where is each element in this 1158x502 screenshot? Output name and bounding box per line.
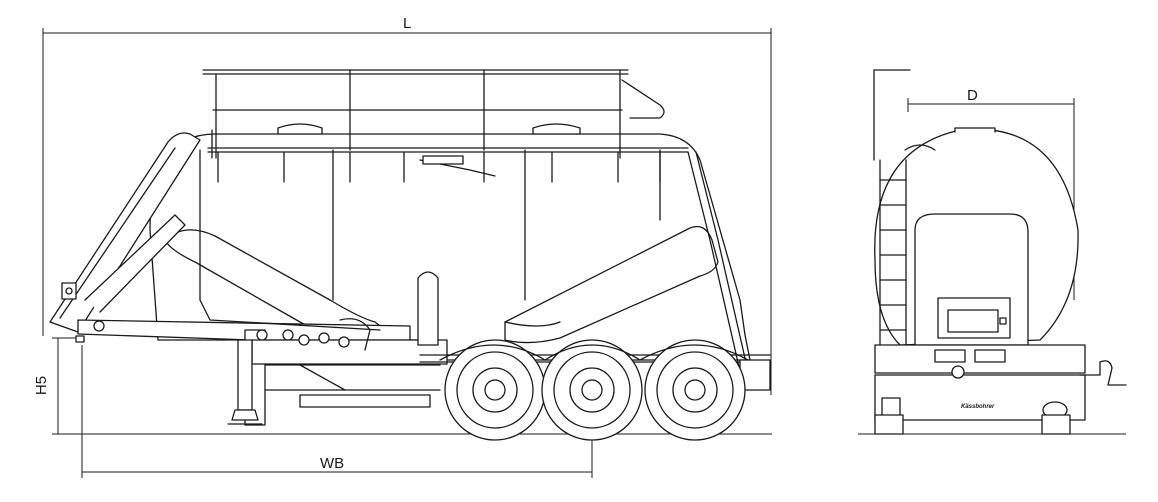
- landing-gear-crank: [1080, 361, 1126, 385]
- top-handrail: [203, 70, 688, 158]
- rear-view: [874, 70, 1126, 434]
- dimension-l-label: L: [403, 15, 412, 32]
- manufacturer-logo: Kässbohrer: [961, 404, 995, 410]
- rear-hopper-cone: [505, 227, 718, 343]
- dimension-wb-label: WB: [320, 455, 345, 472]
- discharge-pipework: [200, 300, 380, 350]
- vertical-pipe: [418, 272, 438, 345]
- landing-gear: [228, 340, 262, 424]
- rear-wheel-left: [875, 415, 903, 434]
- rear-wheel-right: [1042, 415, 1070, 434]
- axle-wheel-3: [645, 340, 745, 440]
- rear-side-ladder: [874, 70, 910, 370]
- front-strut: [50, 133, 200, 332]
- axle-wheel-2: [542, 340, 642, 440]
- dimension-h5-label: H5: [33, 375, 51, 396]
- front-manhole: [278, 124, 322, 134]
- axle-wheel-1: [445, 340, 545, 440]
- rear-ladder: [688, 152, 742, 380]
- side-view: [50, 70, 770, 440]
- dimension-d-label: D: [967, 87, 978, 104]
- rear-manhole: [533, 124, 580, 134]
